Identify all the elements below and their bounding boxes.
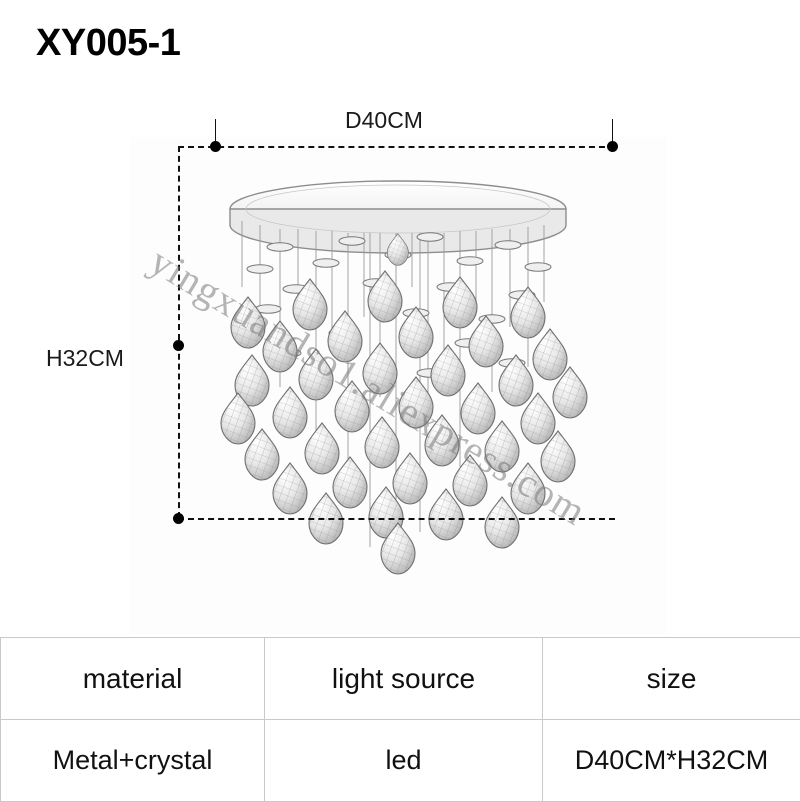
- cell-material: Metal+crystal: [1, 720, 265, 802]
- dimension-line-bottom: [178, 518, 615, 520]
- dimension-marker-top-left: [210, 141, 221, 152]
- dimension-line-left: [178, 146, 180, 518]
- page-title: XY005-1: [36, 22, 180, 65]
- product-diagram: D40CM H32CM yingxuandso1.aliexpress.com: [130, 137, 667, 634]
- header-material: material: [1, 638, 265, 720]
- dimension-line-top: [178, 146, 615, 148]
- cell-light-source: led: [265, 720, 543, 802]
- height-label: H32CM: [46, 345, 124, 372]
- table-row: Metal+crystal led D40CM*H32CM: [1, 720, 800, 802]
- chandelier-illustration: [130, 137, 667, 634]
- diameter-label: D40CM: [345, 107, 423, 134]
- specification-table: material light source size Metal+crystal…: [0, 637, 800, 802]
- dimension-marker-top-right: [607, 141, 618, 152]
- header-light-source: light source: [265, 638, 543, 720]
- header-size: size: [543, 638, 800, 720]
- table-header-row: material light source size: [1, 638, 800, 720]
- dimension-marker-bottom-left: [173, 513, 184, 524]
- cell-size: D40CM*H32CM: [543, 720, 800, 802]
- dimension-marker-mid-left: [173, 340, 184, 351]
